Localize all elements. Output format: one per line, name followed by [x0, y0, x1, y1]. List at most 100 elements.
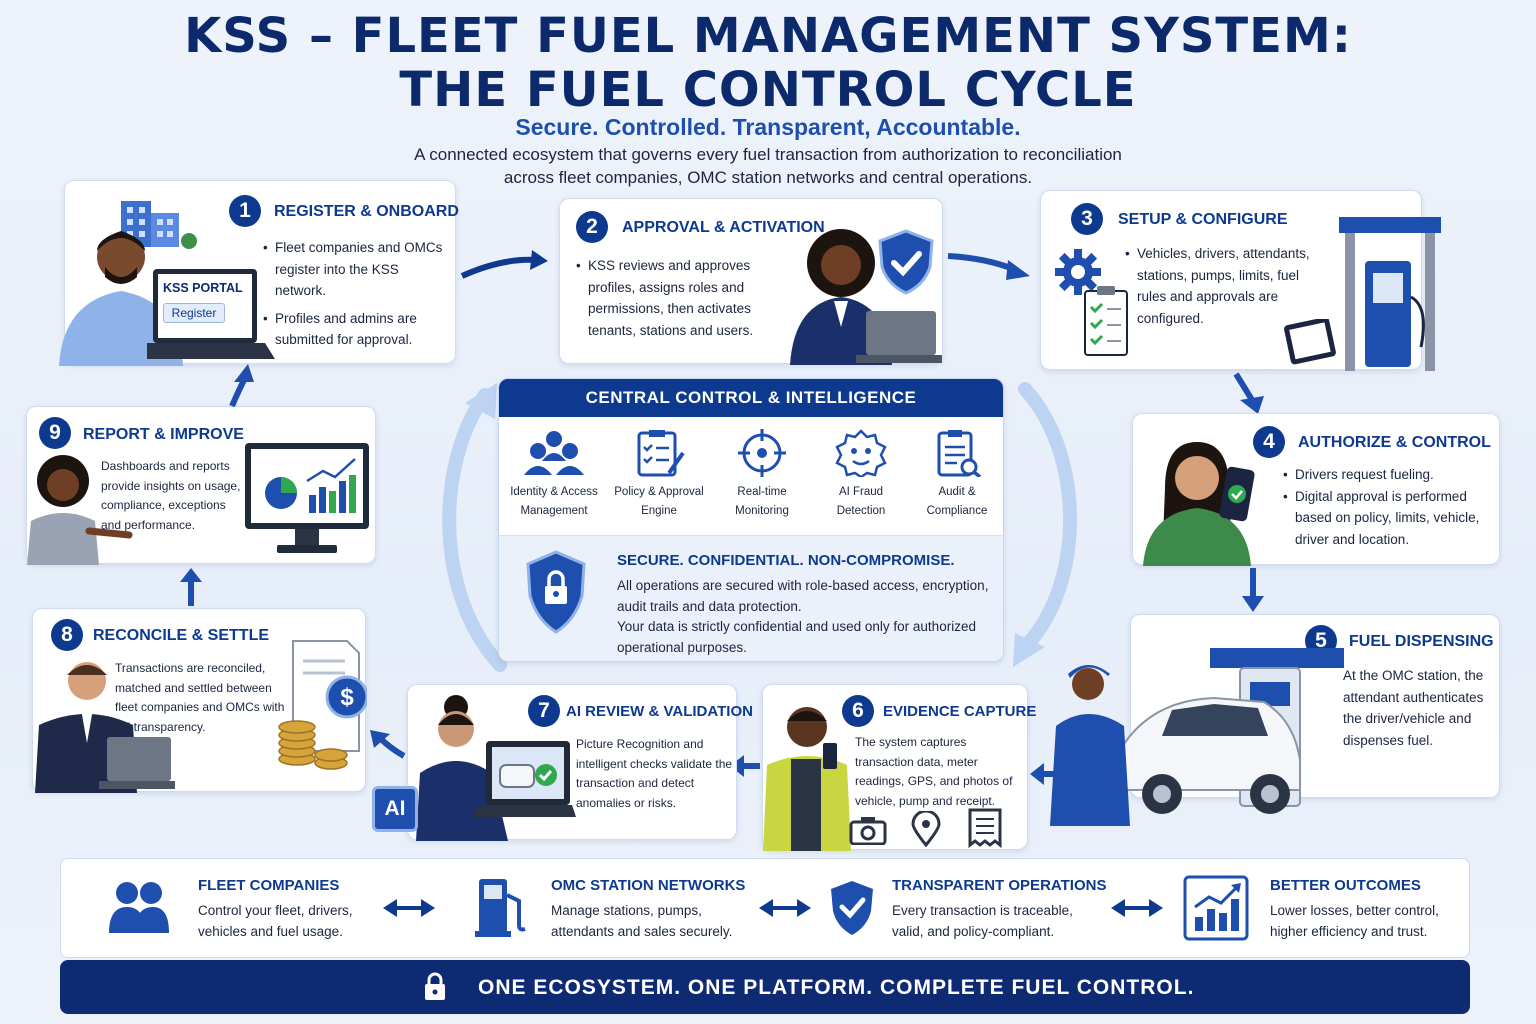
tagline: Secure. Controlled. Transparent, Account… [515, 114, 1021, 140]
step-4-title: AUTHORIZE & CONTROL [1298, 434, 1491, 451]
arrow-left-icon [730, 755, 760, 777]
benefit-body: Lower losses, better control, higher eff… [1270, 903, 1439, 939]
arrow-right-icon [460, 250, 548, 279]
ai-chip-badge: AI [372, 786, 418, 832]
step-2-bullet: KSS reviews and approves profiles, assig… [576, 255, 780, 341]
ai-brain-icon [835, 429, 887, 477]
arrow-down-icon [1233, 372, 1264, 414]
security-title: SECURE. CONFIDENTIAL. NON-COMPROMISE. [617, 552, 955, 569]
arrow-up-icon [229, 364, 254, 408]
car-fuel-station-icon [1050, 648, 1344, 826]
step-6-number: 6 [842, 695, 874, 727]
step-8-number: 8 [51, 619, 83, 651]
benefit-title: OMC STATION NETWORKS [551, 877, 746, 894]
shield-lock-icon [526, 550, 586, 634]
step-1-bullet: Profiles and admins are submitted for ap… [263, 308, 453, 351]
step-3-card: 3 SETUP & CONFIGURE Vehicles, drivers, a… [1040, 190, 1441, 371]
building-icon [121, 201, 197, 249]
step-4-body: Drivers request fueling. Digital approva… [1283, 464, 1497, 550]
footer-banner: ONE ECOSYSTEM. ONE PLATFORM. COMPLETE FU… [60, 960, 1470, 1014]
central-title: CENTRAL CONTROL & INTELLIGENCE [499, 379, 1003, 417]
step-1-bullet: Fleet companies and OMCs register into t… [263, 237, 453, 302]
step-9-body: Dashboards and reports provide insights … [101, 459, 241, 532]
step-7-title: AI REVIEW & VALIDATION [566, 703, 753, 720]
step-9-number: 9 [39, 417, 71, 449]
users-icon [109, 882, 169, 933]
users-icon [524, 431, 584, 475]
step-7-body: Picture Recognition and intelligent chec… [576, 737, 733, 810]
man-laptop-icon [35, 662, 175, 793]
lock-icon [425, 972, 445, 1000]
growth-chart-icon [1183, 875, 1249, 941]
location-pin-icon [911, 811, 941, 847]
benefit-title: BETTER OUTCOMES [1270, 877, 1421, 894]
woman-phone-icon [1143, 442, 1255, 566]
security-section: SECURE. CONFIDENTIAL. NON-COMPROMISE. Al… [499, 535, 1003, 661]
shield-check-icon [831, 881, 873, 935]
double-arrow-icon [1111, 899, 1163, 917]
step-9-card: 9 REPORT & IMPROVE Dashboards and report… [26, 406, 376, 565]
arrow-left-icon [1030, 763, 1060, 785]
camera-icon [849, 817, 887, 845]
step-6-body: The system captures transaction data, me… [855, 735, 1013, 808]
checklist-icon [1084, 286, 1128, 356]
step-5-body: At the OMC station, the attendant authen… [1343, 668, 1484, 748]
step-4-bullet: Digital approval is performed based on p… [1283, 486, 1497, 551]
central-control-panel: CENTRAL CONTROL & INTELLIGENCE Identity … [498, 378, 1004, 662]
laptop-icon [856, 311, 942, 363]
double-arrow-icon [759, 899, 811, 917]
shield-check-icon [878, 229, 934, 295]
fuel-pump-icon [1339, 217, 1441, 371]
audit-icon [937, 430, 982, 477]
benefit-title: FLEET COMPANIES [198, 877, 340, 894]
gear-icon [1055, 249, 1101, 295]
page-title-line1: KSS – FLEET FUEL MANAGEMENT SYSTEM: [184, 8, 1352, 64]
svg-text:$: $ [340, 684, 354, 711]
step-2-card: 2 APPROVAL & ACTIVATION KSS reviews and … [559, 198, 943, 365]
step-1-title: REGISTER & ONBOARD [274, 203, 459, 220]
step-3-number: 3 [1071, 203, 1103, 235]
register-button[interactable]: Register [163, 303, 225, 323]
description-line1: A connected ecosystem that governs every… [414, 145, 1122, 164]
tablet-hand-icon [1284, 319, 1336, 365]
step-1-card: KSS PORTAL Register 1 REGISTER & ONBOARD… [59, 180, 459, 366]
invoice-coins-icon: $ [278, 640, 367, 770]
feature-label: Audit &Compliance [926, 486, 988, 517]
cycle-arc-icon [442, 382, 1077, 672]
benefit-title: TRANSPARENT OPERATIONS [892, 877, 1107, 894]
arrow-right-icon [947, 253, 1030, 280]
security-body: All operations are secured with role-bas… [617, 578, 989, 655]
step-3-title: SETUP & CONFIGURE [1118, 211, 1288, 228]
feature-audit-compliance: Audit &Compliance [907, 429, 1003, 521]
step-2-title: APPROVAL & ACTIVATION [622, 219, 825, 236]
step-4-number: 4 [1253, 426, 1285, 458]
woman-laptop-icon [416, 695, 576, 841]
step-8-card: 8 RECONCILE & SETTLE Transactions are re… [32, 608, 367, 793]
step-1-body: Fleet companies and OMCs register into t… [263, 237, 453, 351]
benefit-body: Every transaction is traceable, valid, a… [892, 903, 1073, 939]
woman-presenting-icon [27, 455, 133, 565]
step-8-body: Transactions are reconciled, matched and… [115, 661, 285, 734]
step-5-title: FUEL DISPENSING [1349, 633, 1494, 650]
arrow-left-icon [370, 730, 406, 759]
step-7-card: 7 AI REVIEW & VALIDATION Picture Recogni… [407, 684, 753, 841]
page-title-line2: THE FUEL CONTROL CYCLE [399, 62, 1137, 118]
step-2-body: KSS reviews and approves profiles, assig… [576, 255, 780, 341]
benefit-body: Manage stations, pumps, attendants and s… [551, 903, 733, 939]
crosshair-icon [738, 429, 786, 477]
step-9-title: REPORT & IMPROVE [83, 426, 244, 443]
receipt-icon [968, 808, 1002, 849]
benefit-body: Control your fleet, drivers, vehicles an… [198, 903, 353, 939]
benefits-row: FLEET COMPANIES Control your fleet, driv… [60, 858, 1470, 958]
worker-person-icon [763, 707, 851, 851]
step-6-title: EVIDENCE CAPTURE [883, 703, 1037, 720]
clipboard-icon [637, 430, 685, 477]
step-7-number: 7 [528, 695, 560, 727]
